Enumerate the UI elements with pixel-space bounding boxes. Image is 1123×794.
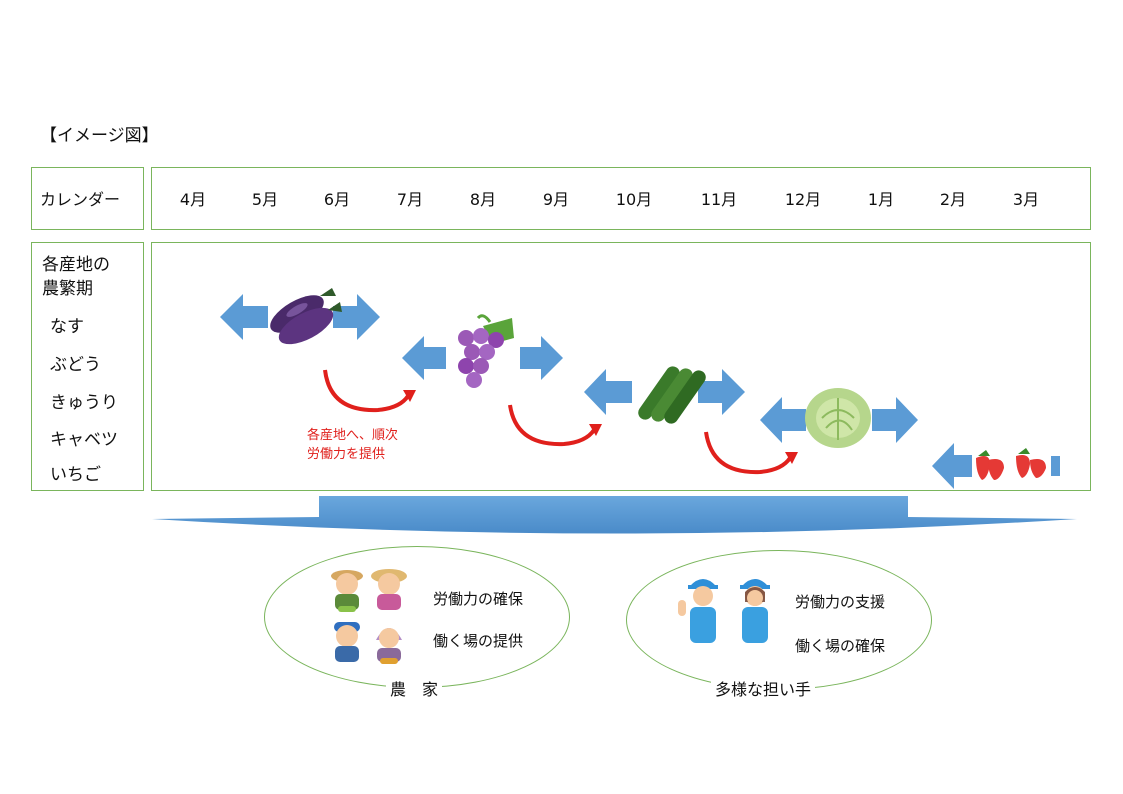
month-oct: 10月 <box>615 190 653 209</box>
note-line1: 各産地へ、順次 <box>307 428 399 443</box>
cucumber-icon <box>638 366 706 424</box>
month-may: 5月 <box>251 190 279 209</box>
month-jun: 6月 <box>323 190 351 209</box>
month-jan: 1月 <box>867 190 895 209</box>
month-dec: 12月 <box>784 190 822 209</box>
page-title: 【イメージ図】 <box>40 126 159 146</box>
crop-label-strawberry: いちご <box>50 465 101 485</box>
farmer-item-2: 働く場の提供 <box>433 632 524 650</box>
farmers-label: 農 家 <box>386 676 443 700</box>
farmers-ellipse <box>264 546 570 688</box>
worker-item-1: 労働力の支援 <box>795 593 886 611</box>
month-apr: 4月 <box>179 190 207 209</box>
eggplant-icon <box>270 288 342 345</box>
month-sep: 9月 <box>542 190 570 209</box>
labor-transfer-note: 各産地へ、順次 労働力を提供 <box>307 426 398 464</box>
season-diagram-box <box>151 242 1091 491</box>
month-jul: 7月 <box>396 190 424 209</box>
side-header-line1: 各産地の <box>42 255 110 275</box>
month-nov: 11月 <box>700 190 738 209</box>
cucumber-season-arrows <box>584 369 745 415</box>
crop-label-cabbage: キャベツ <box>50 430 118 450</box>
calendar-months-box <box>151 167 1091 230</box>
workers-label: 多様な担い手 <box>711 676 816 700</box>
farmer-icon <box>331 569 407 664</box>
crop-label-grape: ぶどう <box>50 355 101 375</box>
crop-label-eggplant: なす <box>50 317 84 337</box>
funnel-shape <box>152 496 1077 534</box>
transfer-arrow-2 <box>508 404 602 447</box>
side-header-line2: 農繁期 <box>42 279 93 299</box>
grape-icon <box>458 314 514 388</box>
worker-icon <box>678 579 770 643</box>
farmer-item-1: 労働力の確保 <box>433 590 524 608</box>
crop-label-box <box>31 242 144 491</box>
note-line2: 労働力を提供 <box>307 447 386 462</box>
transfer-arrow-1 <box>323 369 416 413</box>
eggplant-season-arrows <box>220 294 380 340</box>
month-aug: 8月 <box>469 190 497 209</box>
cabbage-icon <box>805 388 871 448</box>
worker-item-2: 働く場の確保 <box>795 637 886 655</box>
cabbage-season-arrows <box>760 397 918 443</box>
strawberry-season-arrows <box>932 443 1060 489</box>
month-feb: 2月 <box>939 190 967 209</box>
crop-label-cucumber: きゅうり <box>50 393 118 413</box>
calendar-label: カレンダー <box>40 190 121 209</box>
strawberry-icon <box>976 448 1046 480</box>
grape-season-arrows <box>402 336 563 380</box>
calendar-label-box <box>31 167 144 230</box>
month-mar: 3月 <box>1012 190 1040 209</box>
transfer-arrow-3 <box>704 431 798 475</box>
